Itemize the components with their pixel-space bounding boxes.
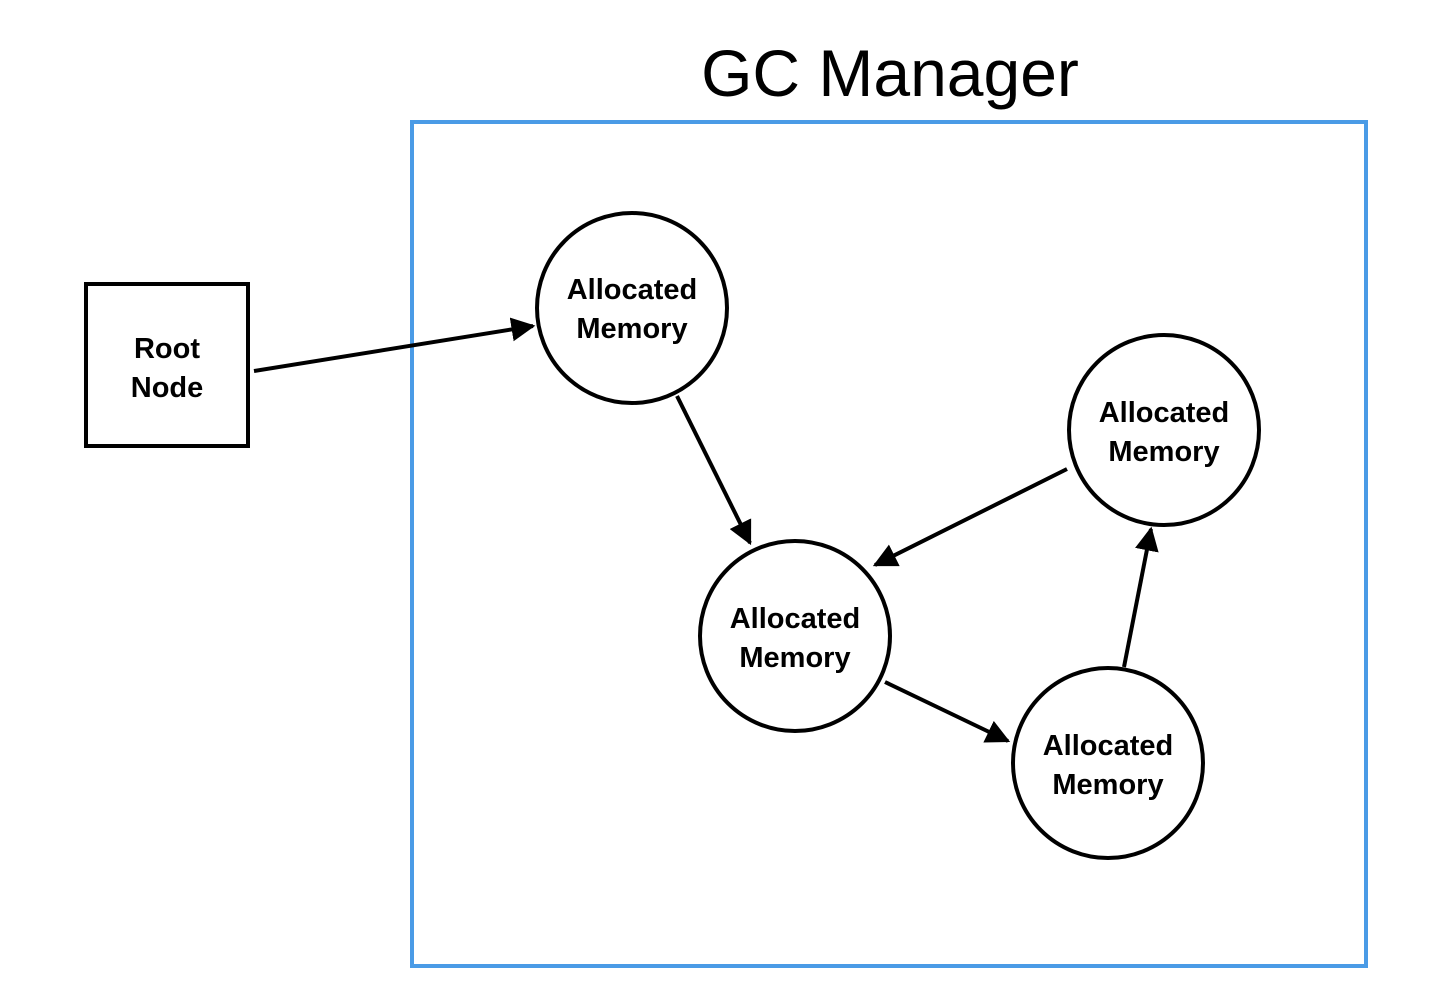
edge-root-to-memory-a	[253, 317, 536, 373]
memory-node: Allocated Memory	[1011, 666, 1205, 860]
memory-node-circle	[535, 211, 729, 405]
root-node-label-line2: Node	[131, 372, 204, 404]
root-node: Root Node	[84, 282, 250, 448]
memory-node-label-line2: Memory	[576, 313, 687, 345]
gc-manager-box	[410, 120, 1368, 968]
memory-node: Allocated Memory	[698, 539, 892, 733]
root-node-label-line1: Root	[134, 333, 200, 365]
memory-node-circle	[1011, 666, 1205, 860]
memory-node: Allocated Memory	[1067, 333, 1261, 527]
edge-memory-c-to-memory-b	[872, 467, 1068, 567]
edge-memory-b-to-memory-d	[884, 680, 1011, 743]
memory-node-label-line2: Memory	[1108, 436, 1219, 468]
memory-node-label-line2: Memory	[1052, 769, 1163, 801]
root-node-box	[84, 282, 250, 448]
diagram-title: GC Manager	[701, 36, 1079, 110]
memory-node-label-line1: Allocated	[1043, 730, 1174, 762]
edge-memory-d-to-memory-c	[1122, 526, 1159, 668]
memory-node-circle	[698, 539, 892, 733]
memory-node: Allocated Memory	[535, 211, 729, 405]
memory-node-label-line1: Allocated	[567, 274, 698, 306]
memory-node-label-line1: Allocated	[1099, 397, 1230, 429]
memory-node-circle	[1067, 333, 1261, 527]
memory-node-label-line2: Memory	[739, 642, 850, 674]
memory-node-label-line1: Allocated	[730, 603, 861, 635]
edge-memory-a-to-memory-b	[675, 395, 752, 546]
